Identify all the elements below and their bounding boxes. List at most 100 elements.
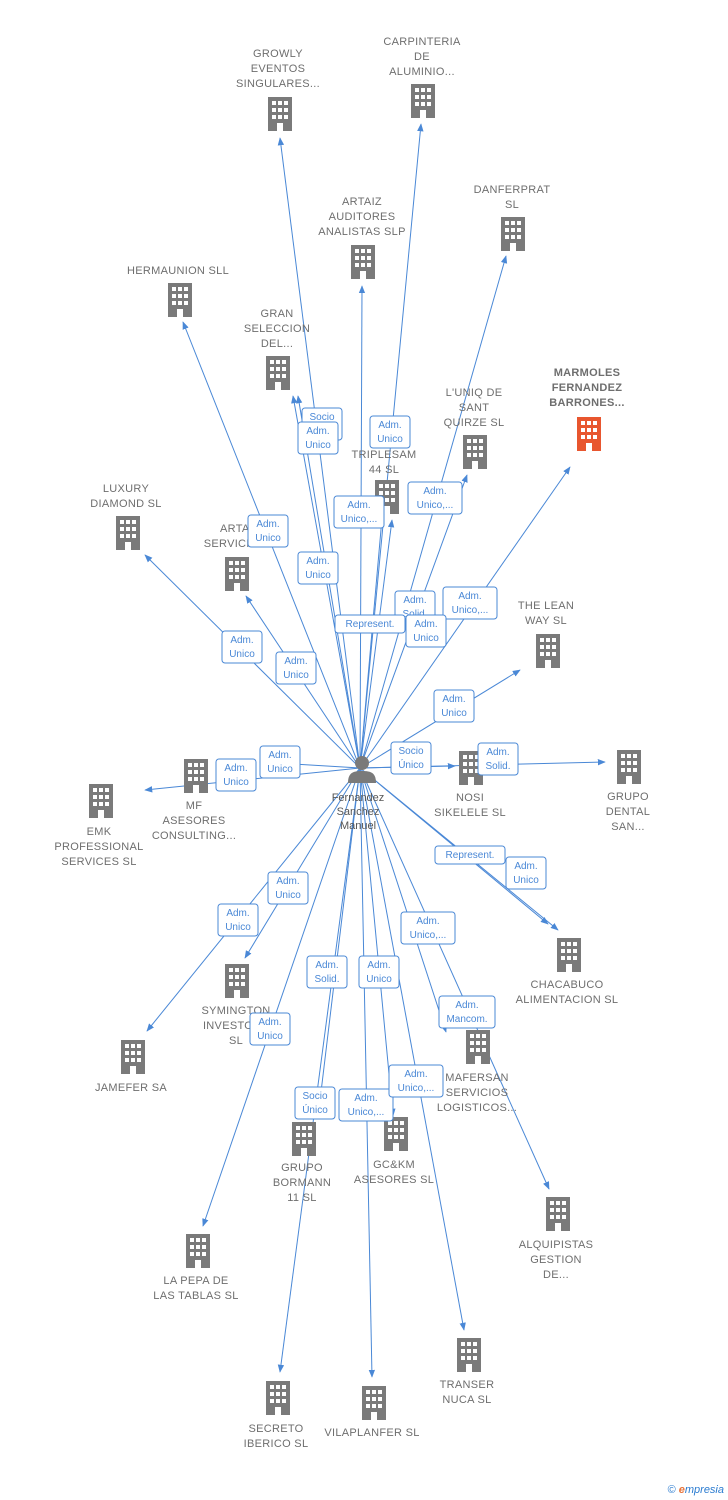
- company-node-vilaplanfer[interactable]: VILAPLANFER SL: [324, 1386, 419, 1439]
- edge-label-triplesam[interactable]: Represent.: [334, 614, 406, 634]
- edges-layer: [144, 123, 606, 1378]
- company-node-growly[interactable]: GROWLYEVENTOSSINGULARES...: [236, 48, 320, 131]
- edge-label-box: [390, 741, 432, 775]
- edge-label-danferprat[interactable]: Adm.Unico,...: [407, 481, 463, 515]
- edge-label-text: Unico: [225, 922, 251, 933]
- edge-label-text: Único: [398, 758, 424, 771]
- edge-label-text: Unico: [229, 649, 255, 660]
- company-name-line: GESTION: [530, 1254, 582, 1266]
- edge-label-box: [221, 630, 263, 664]
- company-node-grupodental[interactable]: GRUPODENTALSAN...: [606, 750, 650, 833]
- company-node-gran[interactable]: GRANSELECCIONDEL...: [244, 308, 310, 390]
- building-icon: [186, 1234, 210, 1268]
- edge-label-leanway[interactable]: Adm.Unico: [433, 689, 475, 723]
- company-name-line: QUIRZE SL: [444, 417, 505, 429]
- company-node-mafersan[interactable]: MAFERSANSERVICIOSLOGISTICOS...: [437, 1030, 517, 1114]
- edge-label-text: Adm.: [306, 556, 329, 567]
- building-icon: [225, 964, 249, 998]
- edge-label-emk[interactable]: Adm.Unico: [215, 758, 257, 792]
- edge-label-bormann[interactable]: Adm.Solid.: [306, 955, 348, 989]
- edge-label-box: [247, 514, 289, 548]
- company-name-line: MF: [186, 800, 202, 812]
- edge-label-text: Adm.: [224, 763, 247, 774]
- edge-label-text: Unico,...: [410, 930, 447, 941]
- edge-transer: [359, 767, 466, 1331]
- edge-label-text: Adm.: [276, 876, 299, 887]
- building-icon: [292, 1122, 316, 1156]
- edge-label-text: Adm.: [414, 619, 437, 630]
- edge-label-text: Unico: [413, 633, 439, 644]
- edge-label-alquipistas[interactable]: Adm.Mancom.: [438, 995, 496, 1029]
- company-node-marmoles[interactable]: MARMOLESFERNANDEZBARRONES...: [549, 367, 624, 451]
- building-icon: [266, 1381, 290, 1415]
- edge-label-lapepa[interactable]: Adm.Unico: [249, 1012, 291, 1046]
- edge-label-text: Represent.: [446, 850, 495, 861]
- edge-label-carpinteria[interactable]: Adm.Unico: [369, 415, 411, 449]
- edge-label-artaiz_serv[interactable]: Adm.Unico: [275, 651, 317, 685]
- edge-label-chacabuco[interactable]: Adm.Unico: [505, 856, 547, 890]
- building-icon: [501, 217, 525, 251]
- company-name-line: 44 SL: [369, 464, 399, 476]
- person-node[interactable]: Fernandez Sanchez Manuel: [332, 756, 385, 832]
- edge-label-chacabuco[interactable]: Represent.: [434, 845, 506, 865]
- edge-label-vilaplanfer[interactable]: Adm.Unico,...: [338, 1088, 394, 1122]
- edge-label-grupodental[interactable]: Adm.Solid.: [477, 742, 519, 776]
- edge-label-symington[interactable]: Adm.Unico: [267, 871, 309, 905]
- company-name-line: LUXURY: [103, 483, 150, 495]
- building-icon: [362, 1386, 386, 1420]
- edge-label-artaiz_aud[interactable]: Adm.Unico,...: [333, 495, 385, 529]
- company-name-line: ARTAIZ: [342, 196, 382, 208]
- company-node-alquipistas[interactable]: ALQUIPISTASGESTIONDE...: [519, 1197, 594, 1281]
- edge-label-box: [442, 586, 498, 620]
- company-node-mf[interactable]: MFASESORESCONSULTING...: [152, 759, 236, 842]
- company-node-hermaunion[interactable]: HERMAUNION SLL: [127, 265, 229, 317]
- company-name-line: SINGULARES...: [236, 78, 320, 90]
- company-node-carpinteria[interactable]: CARPINTERIADEALUMINIO...: [383, 36, 461, 118]
- edge-label-text: Unico,...: [452, 605, 489, 616]
- edge-label-luxury[interactable]: Adm.Unico: [221, 630, 263, 664]
- edge-triplesam: [359, 517, 385, 769]
- edge-label-hermaunion[interactable]: Adm.Unico: [247, 514, 289, 548]
- company-name-line: VILAPLANFER SL: [324, 1427, 419, 1439]
- edge-label-mafersan[interactable]: Adm.Unico,...: [400, 911, 456, 945]
- edge-bormann: [315, 767, 361, 1118]
- person-icon: [348, 756, 376, 783]
- company-name-line: 11 SL: [287, 1192, 316, 1204]
- edge-label-gckm[interactable]: Adm.Unico: [358, 955, 400, 989]
- edge-label-gran[interactable]: Adm. Unico: [297, 551, 339, 585]
- edge-label-transer[interactable]: Adm.Unico,...: [388, 1064, 444, 1098]
- company-name-line: ALUMINIO...: [389, 66, 455, 78]
- company-node-jamefer[interactable]: JAMEFER SA: [95, 1040, 167, 1094]
- edge-label-box: [434, 845, 506, 865]
- edge-label-box: [407, 481, 463, 515]
- footer-brand[interactable]: © empresia: [668, 1484, 724, 1496]
- edge-label-triplesam[interactable]: Adm. Unico: [405, 614, 447, 648]
- edge-label-text: Adm.: [458, 591, 481, 602]
- edge-label-text: Unico: [305, 570, 331, 581]
- company-name-line: DEL...: [261, 338, 293, 350]
- edge-label-gran[interactable]: Adm.Unico: [297, 421, 339, 455]
- edge-label-text: Adm.: [486, 747, 509, 758]
- edge-label-jamefer[interactable]: Adm.Unico: [217, 903, 259, 937]
- building-icon: [617, 750, 641, 784]
- edge-label-text: Socio: [302, 1091, 327, 1102]
- company-name-line: SANT: [459, 402, 490, 414]
- edge-label-marmoles[interactable]: Adm. Unico,...: [442, 586, 498, 620]
- edge-label-mf[interactable]: Adm.Unico: [259, 745, 301, 779]
